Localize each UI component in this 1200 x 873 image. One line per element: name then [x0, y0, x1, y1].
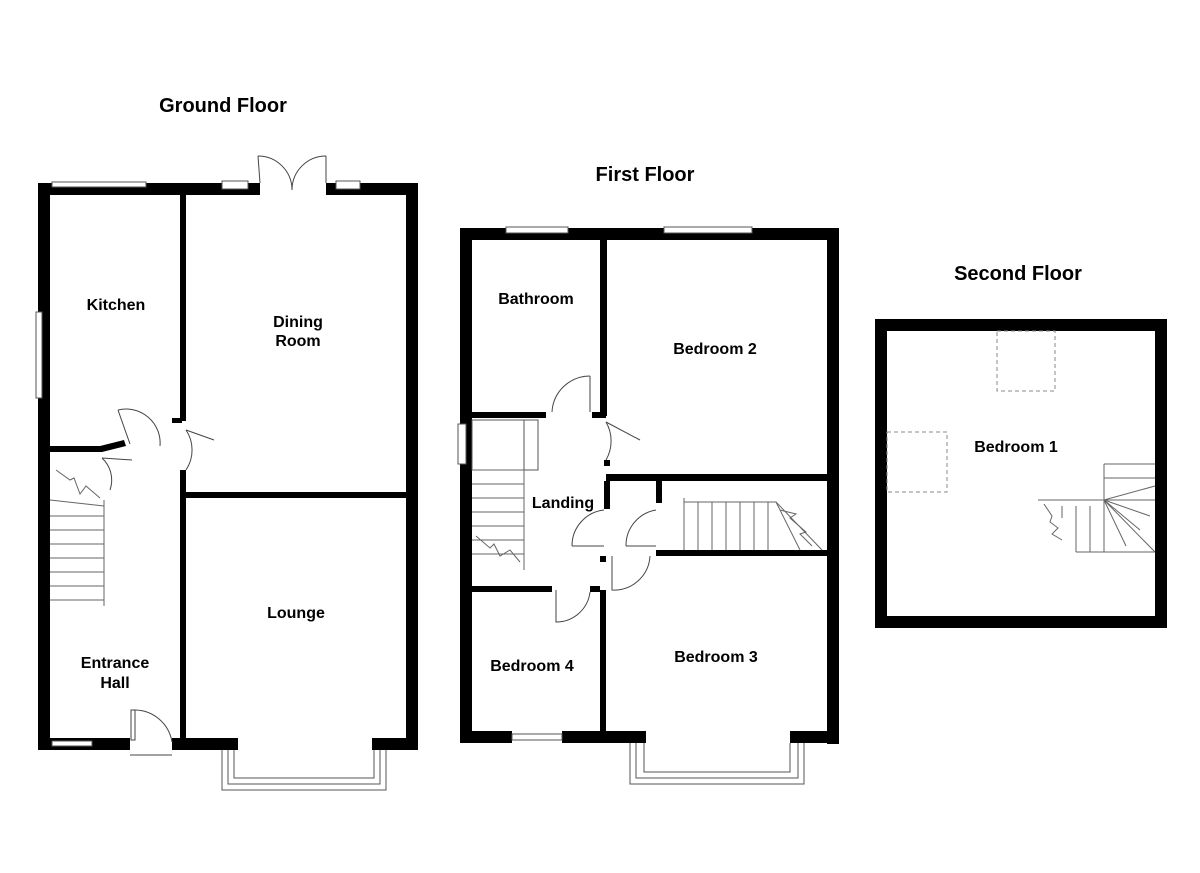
wall	[472, 586, 552, 592]
ground-floor: Ground Floor	[35, 95, 418, 791]
staircase	[683, 498, 823, 551]
wall	[600, 556, 606, 562]
cupboard	[471, 419, 539, 471]
wall	[1155, 319, 1167, 628]
door	[625, 509, 657, 547]
room-label-bedroom-2: Bedroom 2	[673, 341, 757, 358]
wall	[600, 240, 607, 416]
bay-window	[629, 743, 805, 785]
door	[117, 408, 161, 447]
door	[555, 590, 591, 623]
room-label-bedroom-3: Bedroom 3	[674, 649, 758, 666]
wall	[592, 412, 606, 418]
room-label-bedroom-1: Bedroom 1	[974, 439, 1058, 456]
wall	[472, 412, 546, 418]
wall	[604, 481, 610, 509]
room-label-dining-room-line1: Dining	[273, 314, 323, 331]
wall	[406, 183, 418, 750]
window	[221, 180, 249, 190]
front-door	[130, 709, 173, 756]
door	[551, 375, 591, 413]
window	[505, 226, 569, 234]
wall	[562, 731, 646, 743]
wall	[460, 228, 472, 743]
room-label-entrance-hall-line1: Entrance	[81, 655, 150, 672]
door	[605, 421, 641, 461]
window	[335, 180, 361, 190]
window	[51, 181, 147, 188]
wall	[50, 440, 126, 452]
staircase	[1038, 463, 1156, 553]
window	[457, 423, 467, 465]
wall	[604, 460, 610, 466]
bay-window	[221, 750, 387, 791]
room-label-kitchen: Kitchen	[87, 297, 146, 314]
wall	[600, 590, 606, 731]
wall	[656, 481, 662, 503]
wall	[460, 731, 512, 743]
wall	[372, 738, 418, 750]
wall	[172, 738, 238, 750]
wall	[790, 731, 839, 743]
room-label-entrance-hall-line2: Hall	[100, 675, 129, 692]
room-label-bedroom-4: Bedroom 4	[490, 658, 574, 675]
second-floor-title: Second Floor	[954, 263, 1082, 285]
room-label-landing: Landing	[532, 495, 594, 512]
room-label-lounge: Lounge	[267, 605, 325, 622]
skylight	[886, 431, 948, 493]
window	[663, 226, 753, 234]
door	[101, 457, 133, 491]
room-label-bathroom: Bathroom	[498, 291, 574, 308]
first-floor: First Floor	[457, 164, 839, 785]
wall	[180, 195, 186, 421]
door	[571, 509, 605, 547]
wall	[827, 228, 839, 744]
second-floor: Second Floor Bedroom 1	[875, 263, 1167, 628]
wall	[186, 492, 406, 498]
wall	[590, 586, 600, 592]
wall	[875, 616, 1167, 628]
wall	[875, 319, 1167, 331]
skylight	[996, 330, 1056, 392]
door	[611, 555, 651, 591]
window	[35, 311, 43, 399]
wall	[875, 319, 887, 628]
first-floor-title: First Floor	[596, 164, 695, 186]
window	[511, 733, 563, 741]
wall	[180, 470, 186, 738]
ground-floor-title: Ground Floor	[159, 95, 287, 117]
room-label-dining-room-line2: Room	[275, 333, 320, 350]
wall	[656, 550, 827, 556]
staircase	[49, 469, 105, 606]
window	[51, 740, 93, 747]
wall	[38, 183, 50, 750]
wall	[606, 474, 827, 481]
staircase	[472, 469, 525, 570]
door	[185, 429, 215, 471]
french-doors	[257, 155, 327, 191]
wall	[172, 418, 182, 423]
